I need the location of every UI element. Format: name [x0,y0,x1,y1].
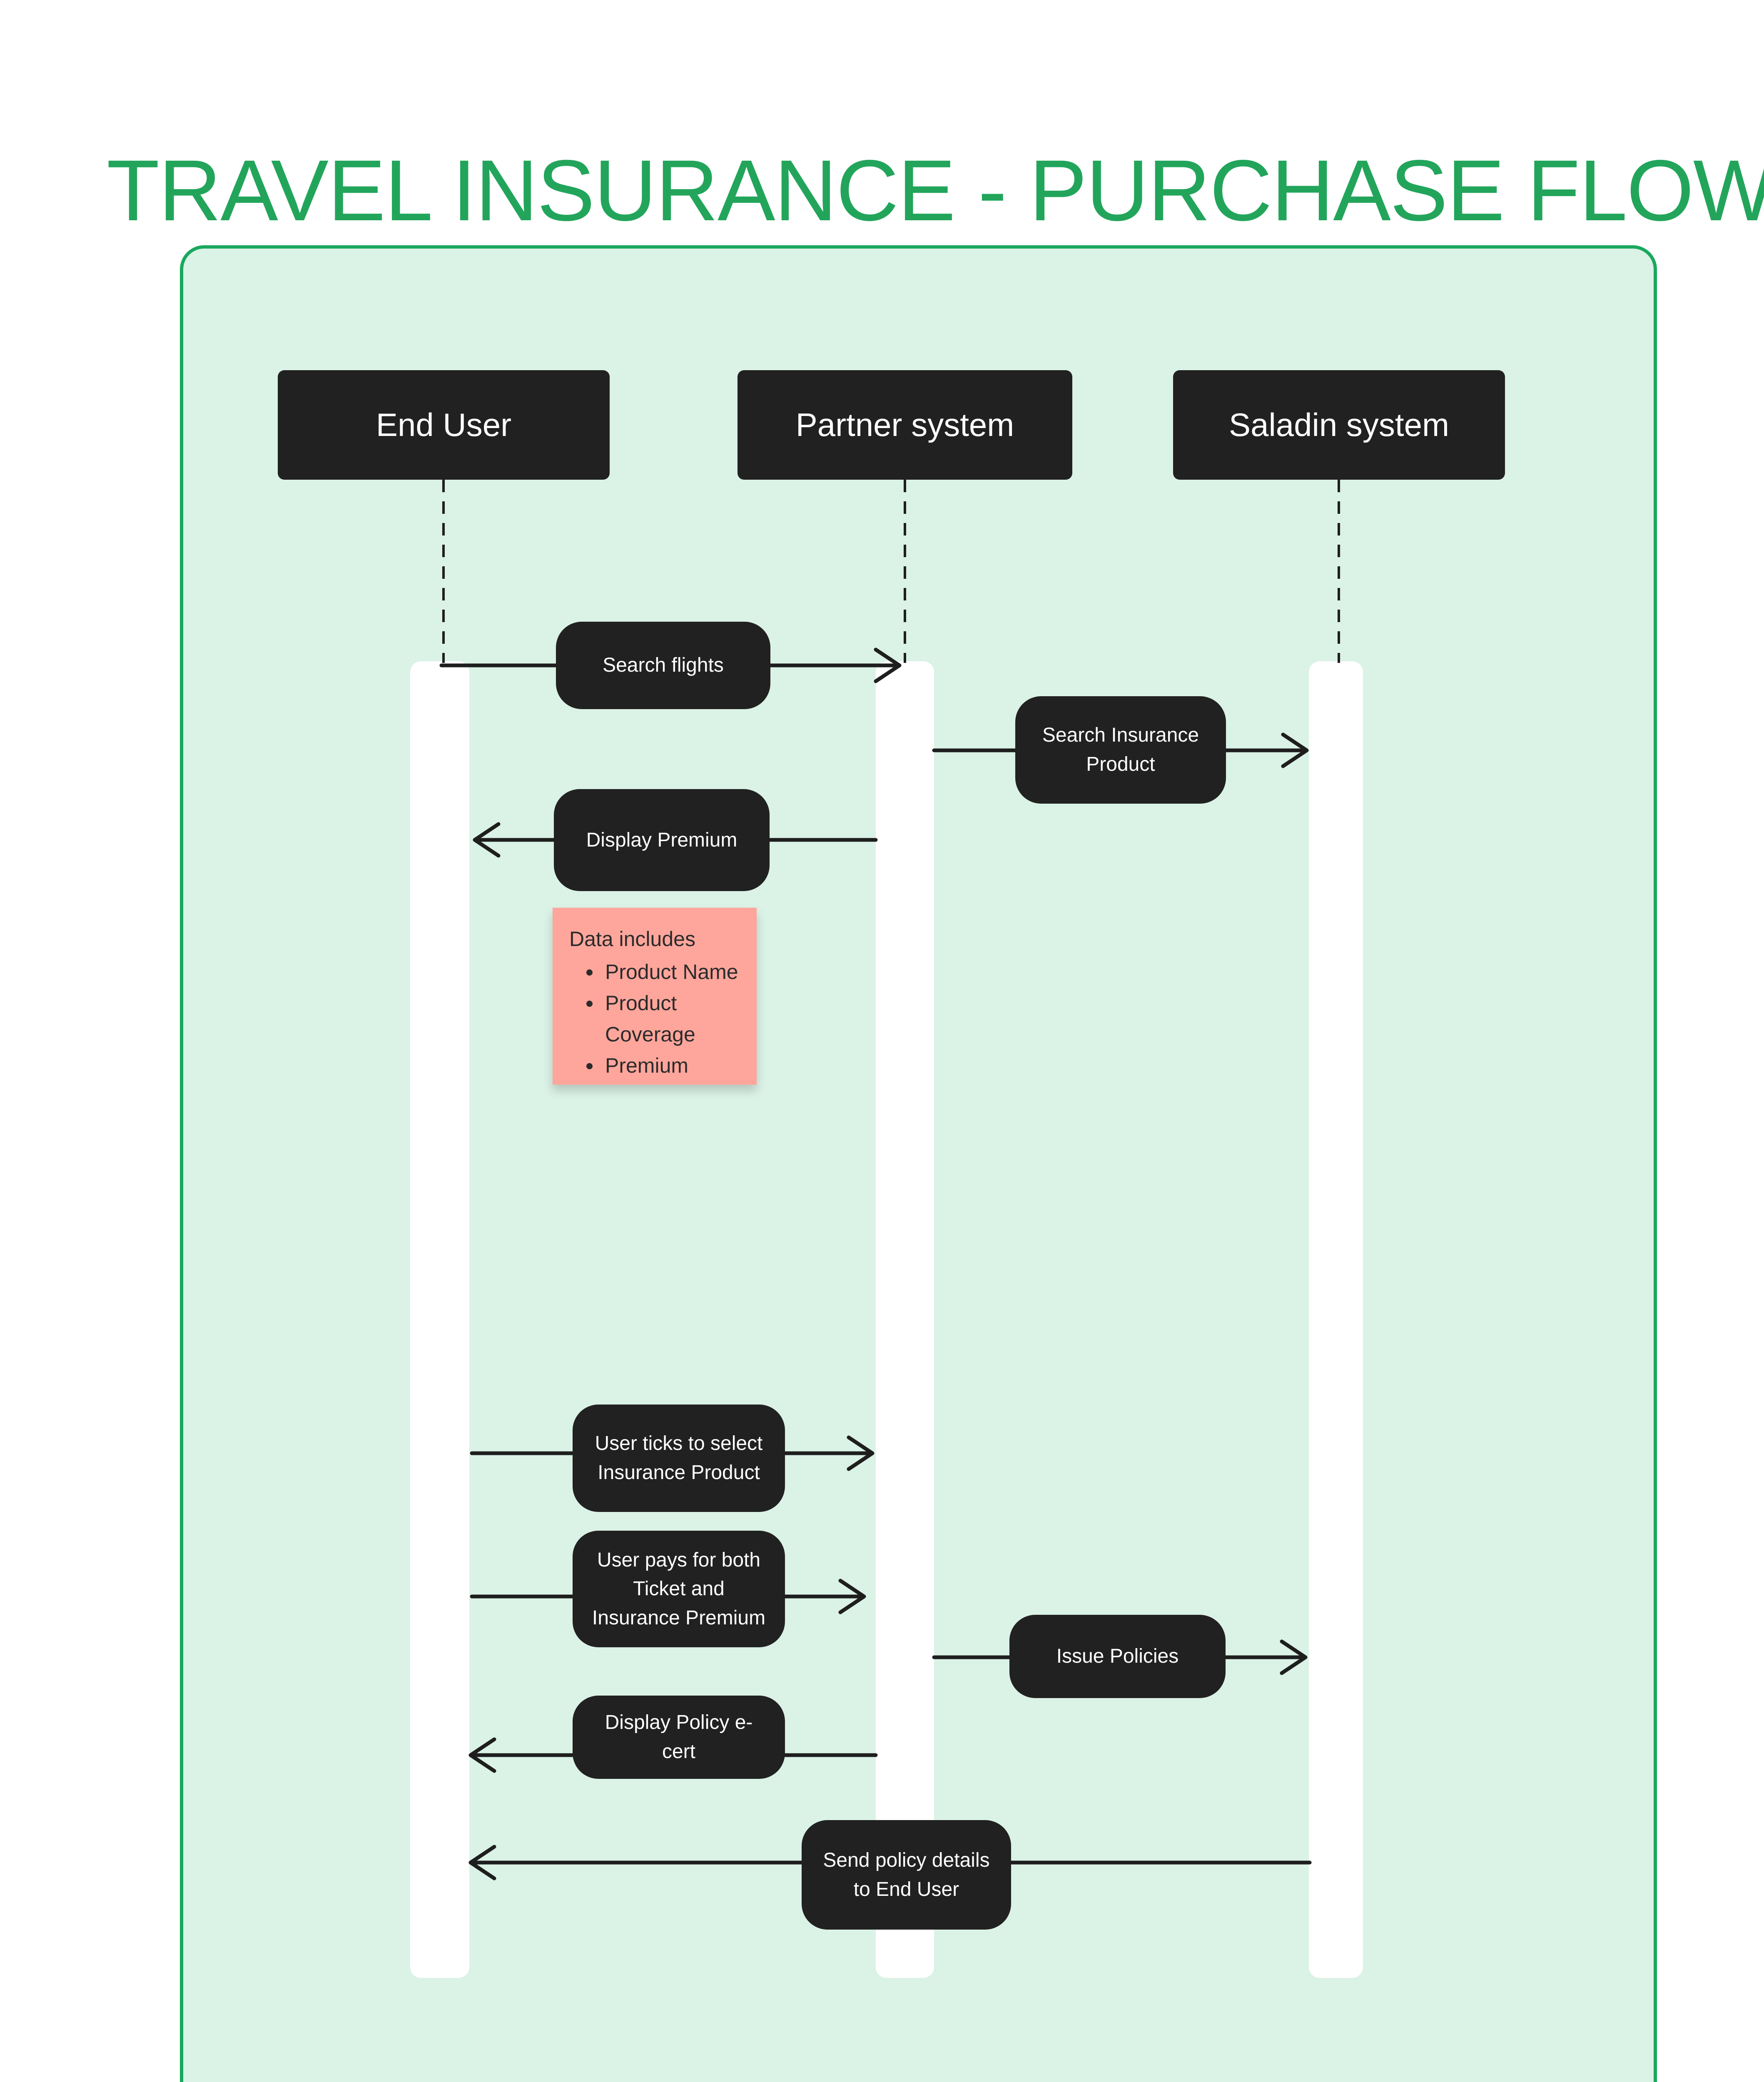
note-bullet-product-coverage: Product Coverage [602,988,748,1050]
data-includes-note: Data includes Product Name Product Cover… [553,908,757,1085]
note-bullet-product-name: Product Name [602,956,748,988]
message-search-flights: Search flights [556,622,770,709]
note-bullet-premium: Premium [602,1050,748,1081]
activation-bar-saladin-system [1309,661,1363,1978]
message-user-ticks-to-select-label: User ticks to select Insurance Product [595,1432,763,1484]
message-issue-policies-label: Issue Policies [1056,1645,1179,1668]
message-search-insurance-product-label: Search Insurance Product [1042,724,1199,775]
activation-bar-end-user [410,661,469,1978]
page-title: TRAVEL INSURANCE - PURCHASE FLOW [107,142,1764,239]
note-bullet-list: Product Name Product Coverage Premium [569,956,748,1081]
message-send-policy-details-label: Send policy details to End User [823,1849,990,1900]
message-display-policy-ecert-label: Display Policy e-cert [605,1711,753,1763]
actor-saladin-system-label: Saladin system [1229,406,1449,443]
message-user-pays-for-both-label: User pays for both Ticket and Insurance … [592,1549,766,1629]
actor-partner-system-label: Partner system [795,406,1014,443]
message-display-premium-label: Display Premium [586,829,737,851]
message-display-policy-ecert: Display Policy e-cert [573,1696,785,1779]
activation-bar-partner-system [876,661,934,1978]
actor-end-user: End User [278,370,610,480]
actor-end-user-label: End User [376,406,512,443]
message-user-pays-for-both: User pays for both Ticket and Insurance … [573,1531,785,1647]
actor-saladin-system: Saladin system [1173,370,1505,480]
note-heading: Data includes [569,927,695,951]
message-send-policy-details: Send policy details to End User [802,1820,1011,1930]
message-issue-policies: Issue Policies [1009,1615,1226,1698]
message-user-ticks-to-select: User ticks to select Insurance Product [573,1405,785,1512]
actor-partner-system: Partner system [737,370,1072,480]
message-display-premium: Display Premium [554,789,770,891]
message-search-insurance-product: Search Insurance Product [1015,696,1226,804]
message-search-flights-label: Search flights [603,654,724,677]
